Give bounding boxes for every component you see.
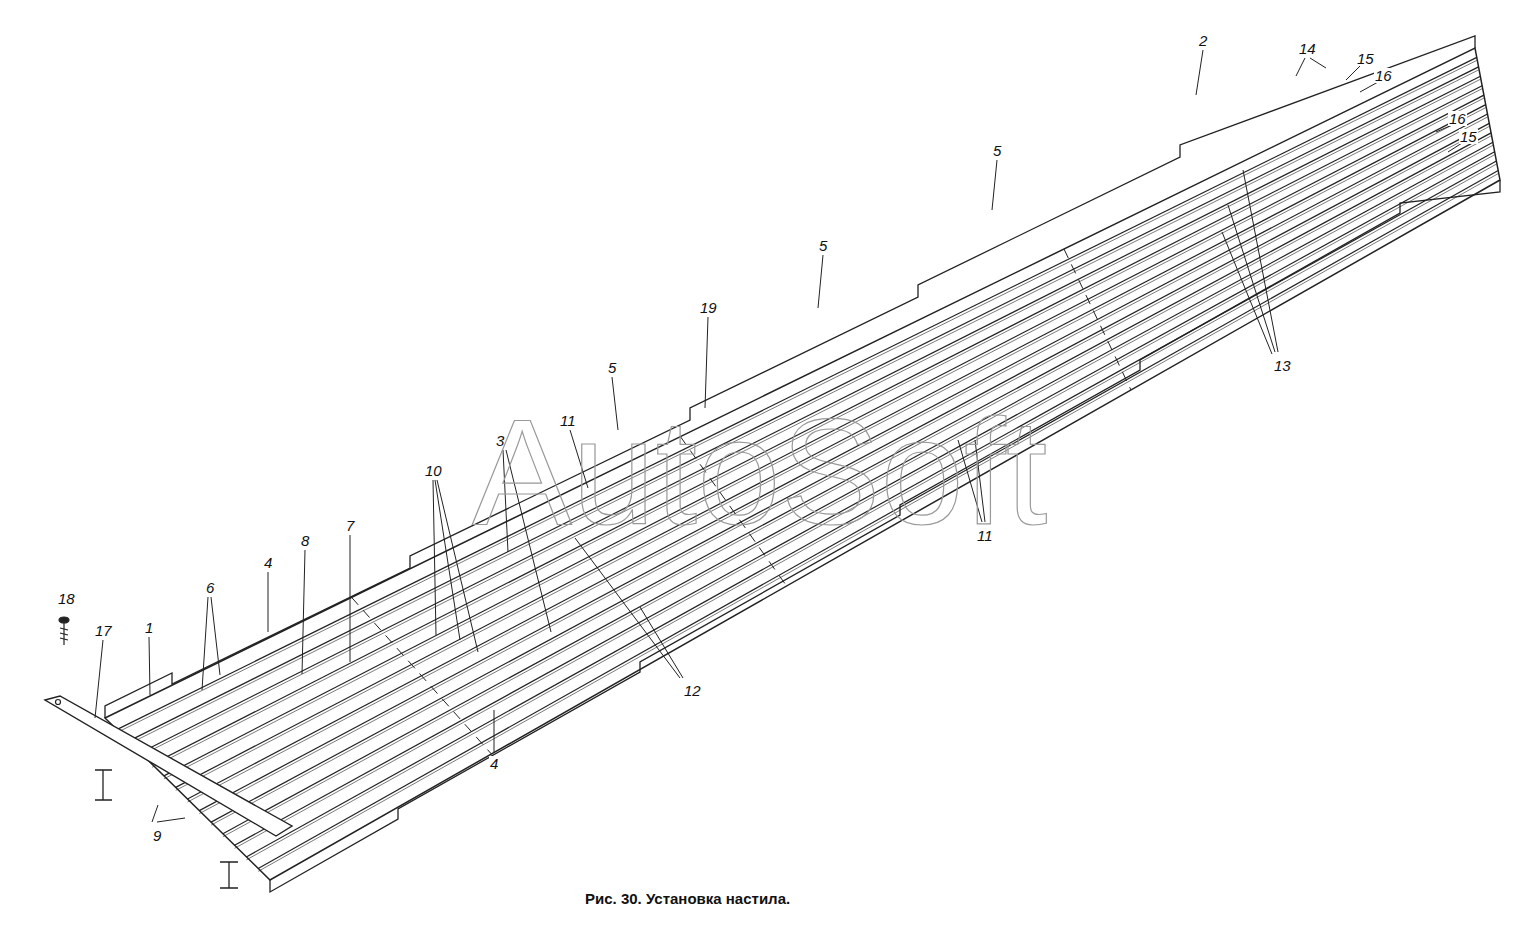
callout-number: 16 xyxy=(1448,111,1467,126)
callout-number: 5 xyxy=(818,238,828,253)
callout-number: 14 xyxy=(1298,41,1317,56)
figure-caption: Рис. 30. Установка настила. xyxy=(585,890,790,907)
callout-number: 4 xyxy=(263,555,273,570)
callout-number: 5 xyxy=(992,143,1002,158)
callout-number: 13 xyxy=(1273,358,1292,373)
callout-number: 15 xyxy=(1356,51,1375,66)
plank-joints xyxy=(352,249,1131,754)
callout-number: 10 xyxy=(424,463,443,478)
deck-outline xyxy=(105,48,1500,880)
callout-number: 15 xyxy=(1459,129,1478,144)
callout-number: 5 xyxy=(607,360,617,375)
leader-lines xyxy=(95,50,1462,822)
callout-number: 18 xyxy=(57,591,76,606)
crossbar xyxy=(45,696,292,836)
plank-lines xyxy=(117,57,1498,871)
callout-number: 9 xyxy=(152,828,162,843)
callout-number: 12 xyxy=(683,683,702,698)
callout-number: 1 xyxy=(144,620,154,635)
callout-number: 7 xyxy=(345,518,355,533)
callout-number: 2 xyxy=(1198,33,1208,48)
callout-number: 16 xyxy=(1374,68,1393,83)
callout-number: 19 xyxy=(699,300,718,315)
callout-number: 17 xyxy=(94,623,113,638)
watermark: AutoSoft xyxy=(472,397,1047,547)
callout-number: 6 xyxy=(205,580,215,595)
bolt-hole xyxy=(56,700,61,705)
callout-number: 4 xyxy=(489,756,499,771)
bolt xyxy=(59,617,69,645)
side-boards xyxy=(105,36,1500,892)
callout-number: 8 xyxy=(300,533,310,548)
